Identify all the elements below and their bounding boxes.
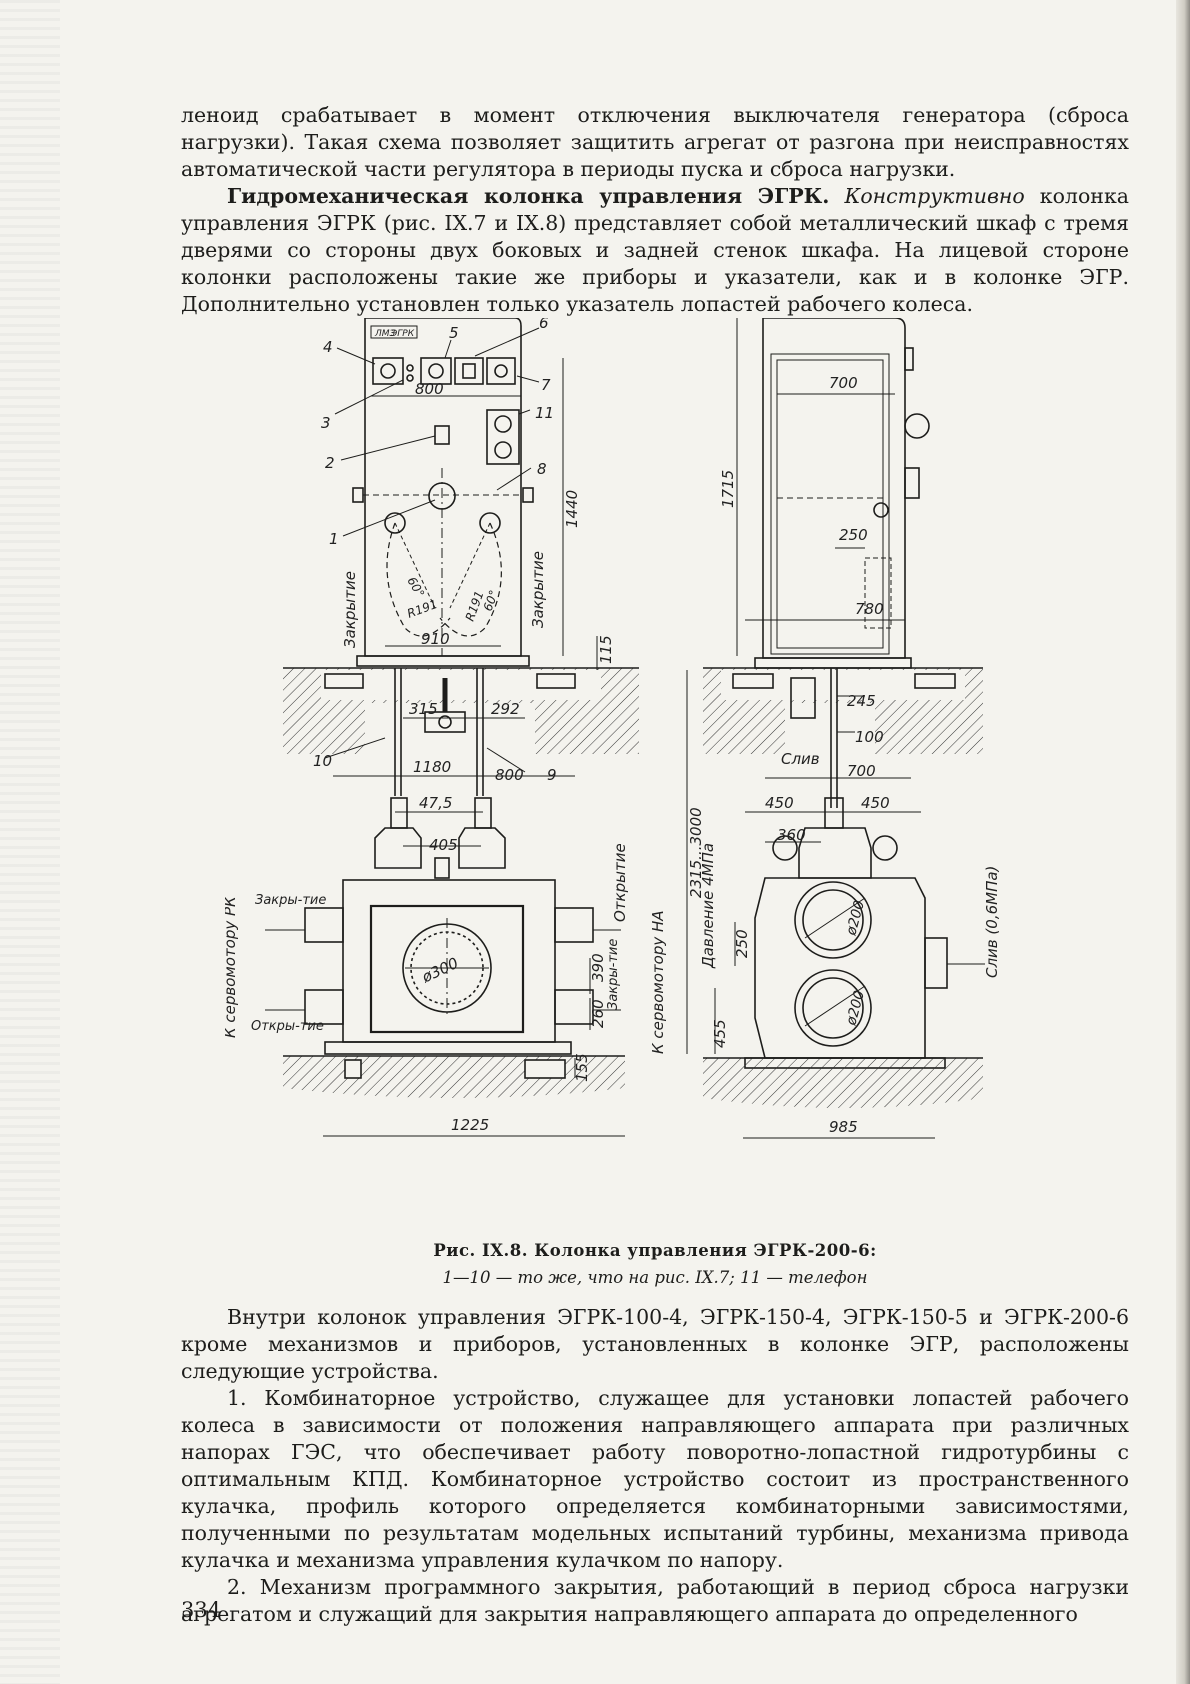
- label-otkry-tie: Откры-тие: [251, 1019, 324, 1034]
- panel-label-small: ЛМЗ: [374, 329, 396, 339]
- angle-left: 60°: [404, 575, 427, 600]
- dim-250-left: 250: [733, 929, 751, 958]
- callout-6: 6: [539, 318, 549, 332]
- angle-right: 60°: [481, 588, 501, 613]
- callout-11: 11: [535, 404, 554, 422]
- label-zakry-tie: Закры-тие: [255, 893, 326, 908]
- dim-315: 315: [409, 700, 438, 718]
- callout-9: 9: [547, 766, 557, 784]
- floor-slab-left: [283, 667, 639, 796]
- dim-405: 405: [429, 836, 458, 854]
- dim-250-right: 250: [839, 526, 868, 544]
- paragraph-egrk: Гидромеханическая колонка управления ЭГР…: [181, 183, 1129, 318]
- diameter-200-top: ø200: [843, 899, 868, 938]
- paragraph-inside-columns: Внутри колонок управления ЭГРК-100-4, ЭГ…: [181, 1305, 1129, 1383]
- pump-unit-side: [744, 797, 948, 1069]
- label-davlenie: Давление 4МПа: [699, 843, 717, 969]
- callout-8: 8: [537, 460, 547, 478]
- paragraph-body: колонка управления ЭГРК (рис. IX.7 и IX.…: [181, 184, 1129, 316]
- panel-label: ЭГРК: [390, 329, 415, 339]
- dimension-lines: [265, 318, 985, 1139]
- dim-780: 780: [855, 600, 884, 618]
- callout-10: 10: [313, 752, 332, 770]
- floor-base-right: [703, 1057, 983, 1108]
- paragraph-combinator: 1. Комбинаторное устройство, служащее дл…: [181, 1386, 1129, 1572]
- figure-caption: Рис. IX.8. Колонка управления ЭГРК-200-6…: [181, 1237, 1129, 1291]
- dim-292: 292: [491, 700, 520, 718]
- radius-left: R191: [405, 597, 439, 621]
- scan-edge: [1176, 0, 1190, 1684]
- label-otkrytie-right: Открытие: [611, 843, 629, 922]
- paragraph-program-closing: 2. Механизм программного закрытия, работ…: [181, 1575, 1129, 1626]
- label-k-servo-na: К сервомотору НА: [649, 910, 667, 1054]
- dim-455: 455: [711, 1019, 729, 1048]
- caption-legend: 1—10 — то же, что на рис. IX.7; 11 — тел…: [442, 1268, 868, 1287]
- callout-5: 5: [449, 324, 459, 342]
- dim-155: 155: [573, 1053, 591, 1082]
- dim-985: 985: [829, 1118, 858, 1136]
- callout-7: 7: [541, 376, 551, 394]
- top-text-block: леноид срабатывает в момент отключения в…: [181, 102, 1129, 318]
- diameter-200-bottom: ø200: [843, 989, 868, 1028]
- dim-1225: 1225: [451, 1116, 489, 1134]
- dim-700-bottom: 700: [847, 762, 876, 780]
- label-zakrytie-right: Закрытие: [529, 551, 547, 628]
- dim-1440: 1440: [563, 490, 581, 528]
- dim-2315-3000: 2315...3000: [687, 807, 705, 898]
- callout-4: 4: [323, 338, 333, 356]
- label-sliv-top: Слив: [781, 750, 820, 768]
- dim-800-top: 800: [415, 380, 444, 398]
- paragraph-continuation: леноид срабатывает в момент отключения в…: [181, 103, 1129, 181]
- dim-450-left: 450: [765, 794, 794, 812]
- dim-245: 245: [847, 692, 876, 710]
- dim-910: 910: [421, 630, 450, 648]
- dim-390: 390: [589, 953, 607, 982]
- floor-slab-right: [703, 667, 983, 808]
- page-number: 334: [181, 1598, 222, 1622]
- dim-100: 100: [855, 728, 884, 746]
- caption-title: Рис. IX.8. Колонка управления ЭГРК-200-6…: [433, 1241, 877, 1260]
- dim-700-top: 700: [829, 374, 858, 392]
- callout-1: 1: [329, 530, 339, 548]
- pump-unit-front: [304, 797, 594, 1055]
- scan-noise: [0, 0, 60, 1684]
- dim-115: 115: [597, 635, 615, 664]
- label-zakrytie-left: Закрытие: [341, 571, 359, 648]
- label-zakry-tie-right: Закры-тие: [606, 939, 621, 1010]
- callout-3: 3: [321, 414, 331, 432]
- dim-1715: 1715: [719, 470, 737, 508]
- dim-360: 360: [777, 826, 806, 844]
- label-k-servo-rk: К сервомотору РК: [225, 895, 239, 1038]
- paragraph-heading: Гидромеханическая колонка управления ЭГР…: [227, 184, 830, 208]
- dim-800-bottom: 800: [495, 766, 524, 784]
- front-cabinet: [352, 318, 534, 667]
- floor-base-left: [283, 1055, 625, 1098]
- bottom-text-block: Внутри колонок управления ЭГРК-100-4, ЭГ…: [181, 1304, 1129, 1628]
- dim-47-5: 47,5: [419, 794, 452, 812]
- dim-260: 260: [589, 999, 607, 1028]
- technical-drawing: ЛМЗ ЭГРК 4 3 2 1 5 6 7 11 8 10 9 800 144…: [225, 318, 1001, 1139]
- callout-2: 2: [325, 454, 335, 472]
- label-sliv-right: Слив (0,6МПа): [983, 866, 1001, 978]
- dim-450-right: 450: [861, 794, 890, 812]
- paragraph-italic-word: Конструктивно: [844, 184, 1025, 208]
- diameter-300: ø300: [418, 954, 461, 987]
- dim-1180: 1180: [413, 758, 451, 776]
- side-cabinet: [754, 318, 930, 669]
